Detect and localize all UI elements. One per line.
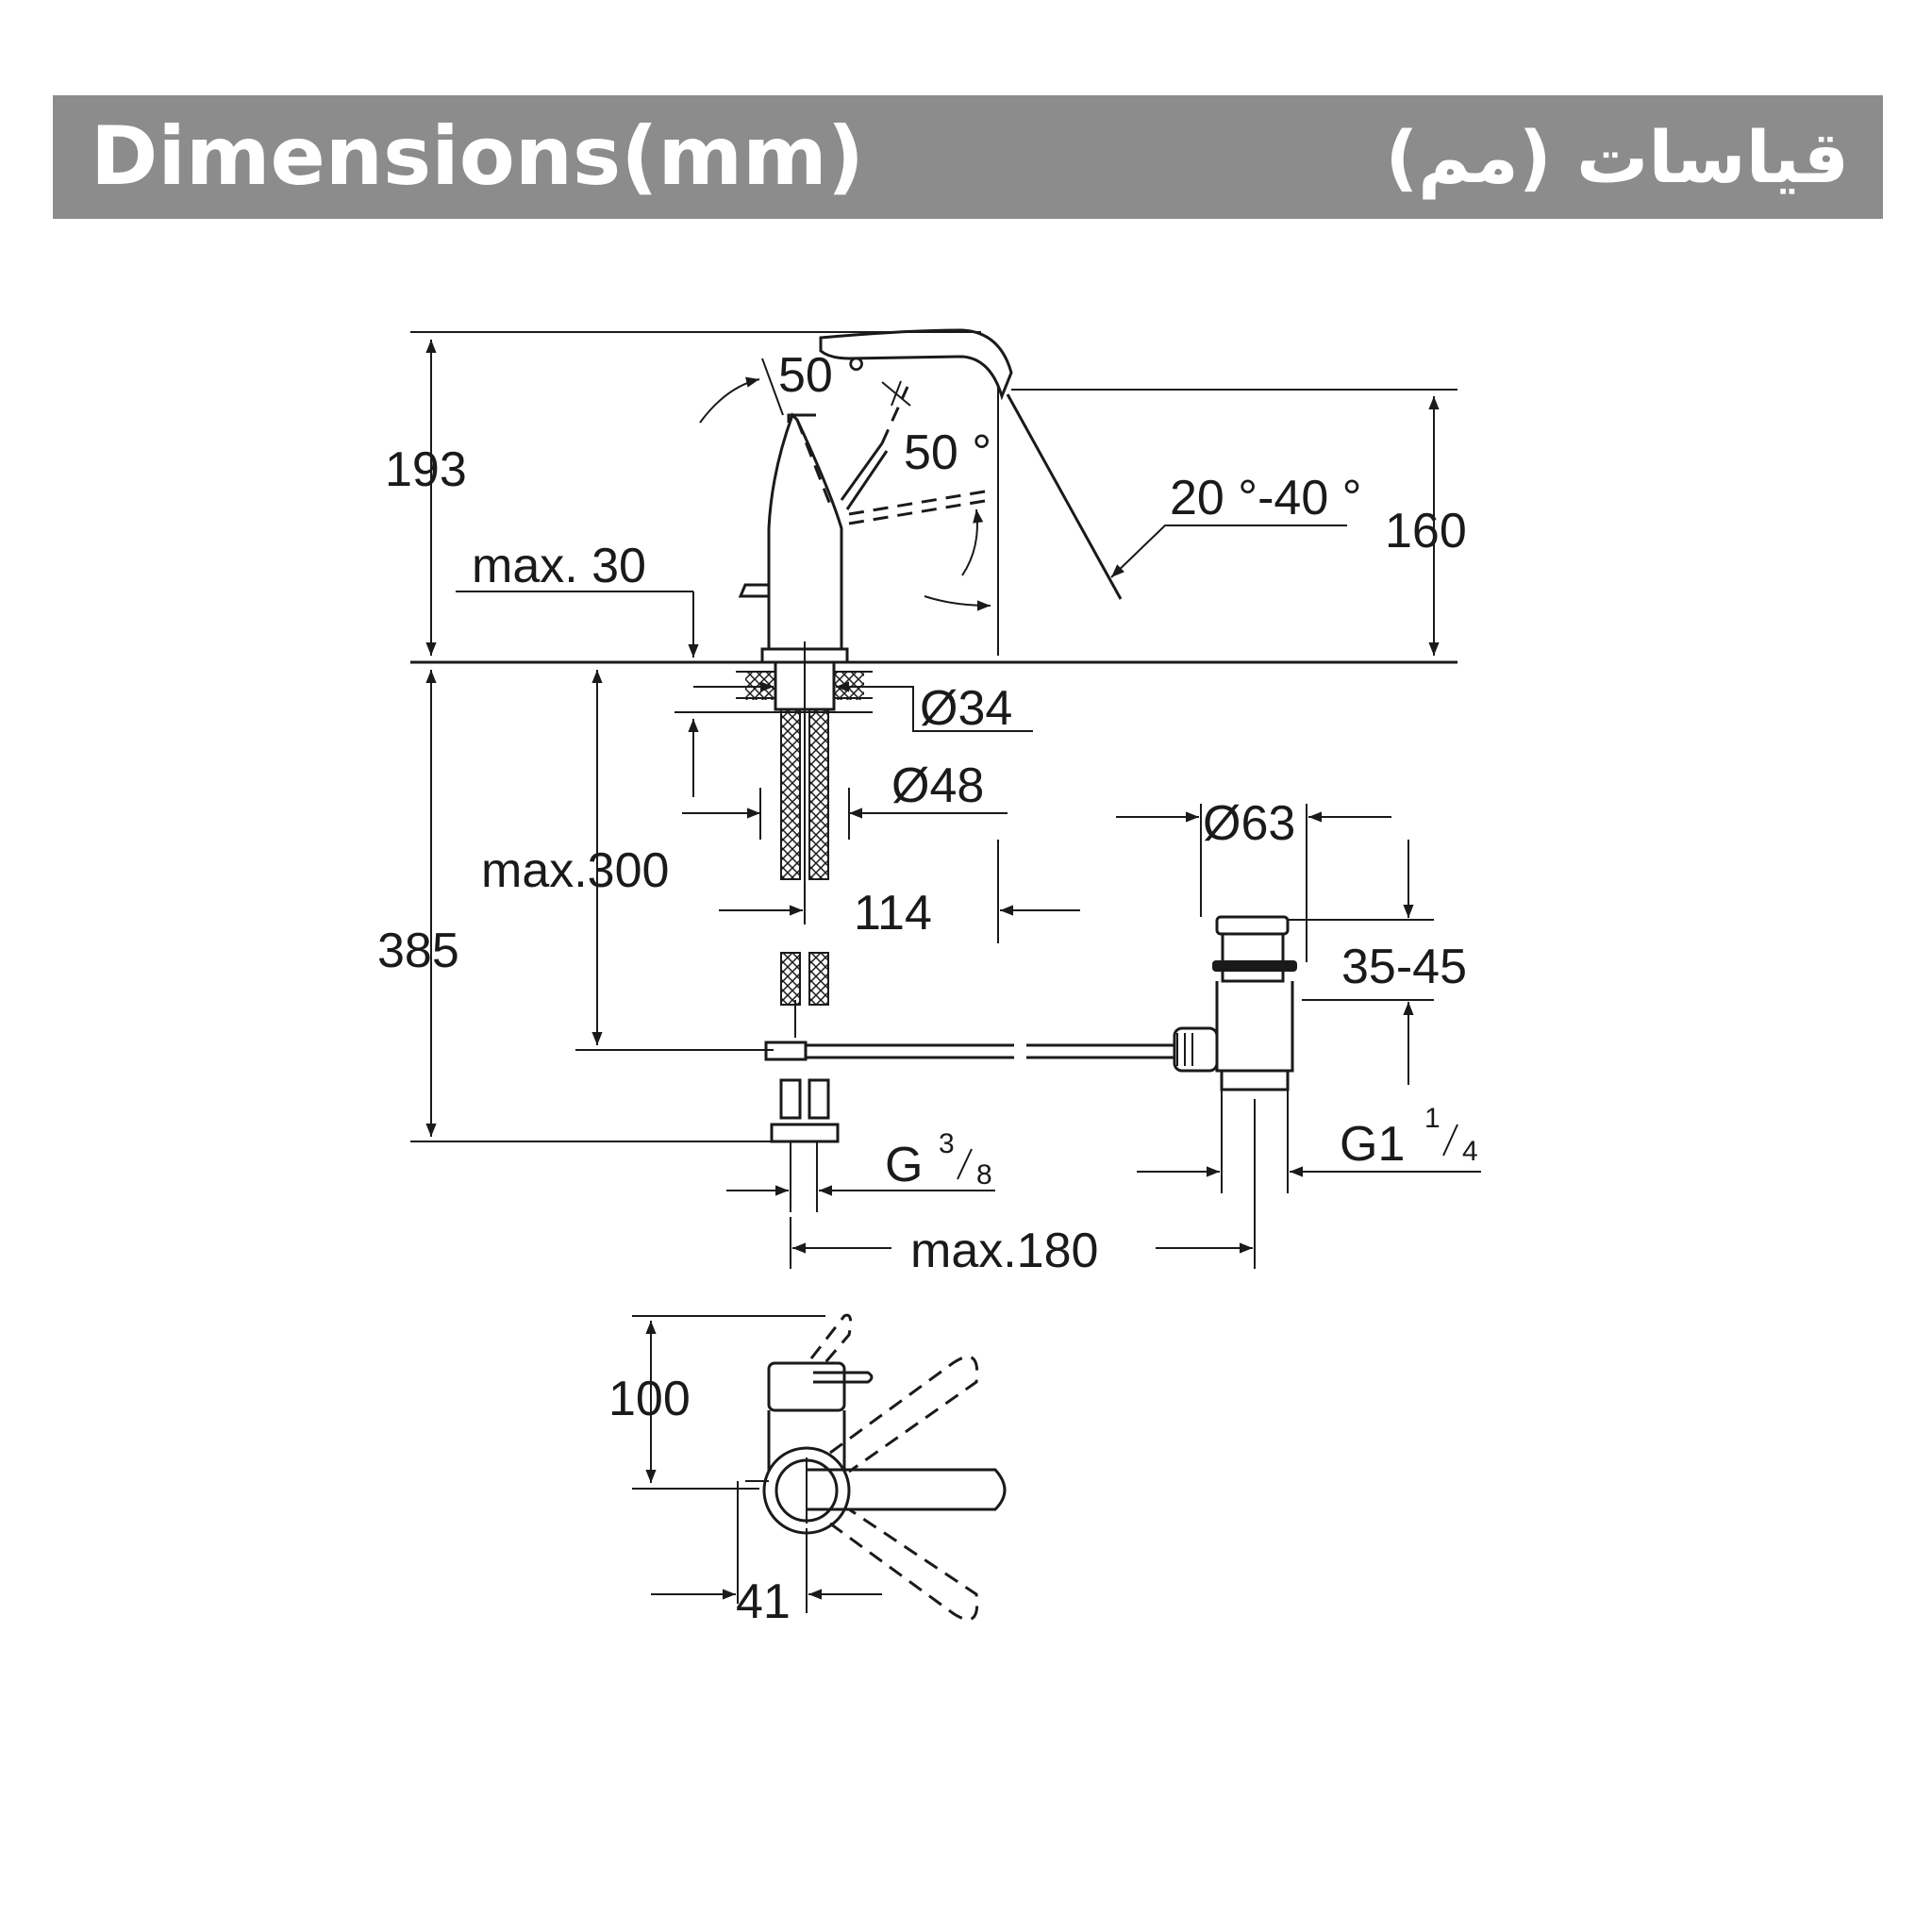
label-g1-1-4-num: 1 xyxy=(1424,1103,1441,1134)
header-bar: Dimensions(mm) قياسات (مم) xyxy=(53,95,1883,219)
label-41: 41 xyxy=(736,1574,791,1629)
label-g-3-8-num: 3 xyxy=(939,1128,955,1159)
label-g1-1-4: G1 1 4 xyxy=(1340,1103,1478,1172)
dimension-lines xyxy=(410,331,1457,1142)
label-g1-1-4-den: 4 xyxy=(1462,1136,1478,1167)
label-max-180: max.180 xyxy=(910,1224,1098,1278)
label-160: 160 xyxy=(1385,504,1467,558)
popup-waste xyxy=(1173,915,1297,1269)
label-g1-1-4-main: G1 xyxy=(1340,1117,1405,1172)
label-angle-50-upper: 50 ° xyxy=(778,348,866,403)
title-english: Dimensions(mm) xyxy=(91,109,865,204)
waste-dimensions xyxy=(682,681,1481,1269)
label-dia-63: Ø63 xyxy=(1203,796,1295,851)
label-dia-34: Ø34 xyxy=(920,681,1012,736)
title-arabic: قياسات (مم) xyxy=(1385,115,1849,199)
label-114: 114 xyxy=(854,886,932,941)
label-max-30: max. 30 xyxy=(472,539,646,593)
label-g-3-8-den: 8 xyxy=(976,1159,992,1191)
label-35-45: 35-45 xyxy=(1341,940,1467,994)
top-view xyxy=(632,1313,1007,1622)
label-angle-50-lower: 50 ° xyxy=(904,425,991,480)
label-193: 193 xyxy=(385,442,467,497)
label-max-300: max.300 xyxy=(481,843,669,898)
label-g-3-8: G 3 8 xyxy=(885,1128,992,1192)
label-dia-48: Ø48 xyxy=(891,758,984,813)
label-g-3-8-main: G xyxy=(885,1138,923,1192)
label-100: 100 xyxy=(608,1372,691,1426)
label-angle-20-40: 20 °-40 ° xyxy=(1170,471,1361,525)
label-385: 385 xyxy=(377,924,459,978)
